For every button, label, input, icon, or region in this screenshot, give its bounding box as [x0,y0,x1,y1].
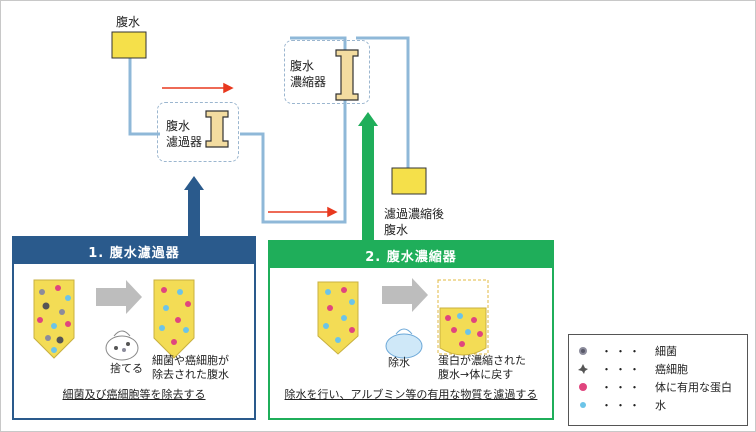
output-bag [391,167,427,195]
concentrator-dashed-box [284,40,370,104]
filtered-caption-1: 細菌や癌細胞が [152,354,229,367]
tube-line [128,48,160,136]
concentrator-panel-footer: 除水を行い、アルブミン等の有用な物質を濾過する [284,388,538,401]
concentrated-caption-2: 腹水→体に戻す [438,368,514,381]
green-up-arrow [358,112,378,242]
legend-item-cancer: ・・・ 癌細胞 [577,361,688,377]
protein-icon [579,383,587,391]
discard-bag [105,330,139,361]
concentrated-caption-1: 蛋白が濃縮された [438,354,526,367]
cancer-cell-icon [578,364,588,374]
filter-label-2: 濾過器 [166,135,203,149]
output-label-2: 腹水 [384,223,409,237]
bacteria-icon [579,347,587,355]
filter-panel-footer: 細菌及び癌細胞等を除去する [62,388,206,401]
flow-arrow [268,206,338,218]
concentrator-panel-title: 2. 腹水濃縮器 [270,242,552,268]
blue-up-arrow [184,176,204,238]
filter-device [205,110,229,148]
concentrator-label-1: 腹水 [290,59,315,73]
ascites-label: 腹水 [116,15,141,29]
filter-panel-illustration [33,279,195,361]
legend-item-protein: ・・・ 体に有用な蛋白 [577,379,732,395]
tube-line [356,36,410,172]
concentrator-panel: 2. 腹水濃縮器 除水 蛋白が濃縮された 腹水→体に戻す 除水を行い、アルブミン… [268,240,554,420]
tube-line [240,36,347,224]
filter-panel: 1. 腹水濾過器 捨てる 細菌や癌細胞が 除去された腹水 細菌及び癌細胞等を除去… [12,236,256,420]
legend: ・・・ 細菌 ・・・ 癌細胞 ・・・ 体に有用な蛋白 ・・・ 水 [568,334,748,426]
filtered-caption-2: 除去された腹水 [152,368,229,381]
output-label-1: 濾過濃縮後 [384,207,445,221]
concentrator-panel-illustration [317,278,489,359]
ascites-bag [111,31,147,59]
water-bag [385,328,423,359]
water-removal-caption: 除水 [388,356,410,369]
concentrator-device [335,49,359,101]
discard-caption: 捨てる [110,362,143,375]
gray-arrow [382,278,428,312]
gray-arrow [96,280,142,314]
filter-panel-title: 1. 腹水濾過器 [14,238,254,264]
flow-arrow [162,82,234,94]
legend-item-water: ・・・ 水 [577,397,666,413]
legend-item-bacteria: ・・・ 細菌 [577,343,677,359]
filter-dashed-box [157,102,239,162]
filter-label-1: 腹水 [166,119,191,133]
water-icon [580,402,586,408]
concentrator-label-2: 濃縮器 [290,75,327,89]
